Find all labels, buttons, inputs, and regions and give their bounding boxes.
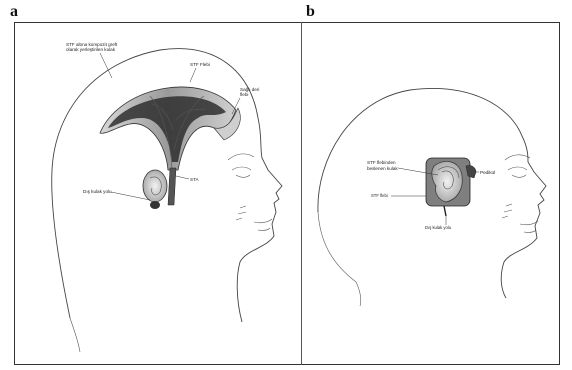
pedicle-stem-b: [444, 206, 446, 216]
ear-a: [143, 170, 167, 209]
leader-stf-flap-a: [190, 68, 196, 82]
leader-sta-a: [176, 176, 189, 179]
label-stf-composite-graft-line2: olarak yerleştirilen kulak: [66, 47, 116, 52]
neck-line-a: [70, 318, 80, 352]
brow-b: [505, 155, 530, 160]
neck-line-b: [318, 212, 361, 306]
cheek-hatch-a: [236, 206, 246, 220]
sta-pedicle-a: [168, 168, 176, 205]
eye-a: [232, 167, 251, 177]
eye-b: [508, 167, 527, 177]
label-external-ear-canal-b: Dış kulak yolu: [425, 225, 452, 230]
panel-a-drawing: STF altına kompozit greft olarak yerleşt…: [52, 42, 282, 352]
label-stf-flap-a: STF Flebi: [190, 62, 210, 67]
label-external-ear-canal-a: Dış kulak yolu: [83, 189, 112, 194]
brow-a: [228, 154, 254, 160]
label-healthy-skin-flap-line2: flebi: [240, 92, 248, 97]
label-pedicle-b: Pedikül: [480, 170, 495, 175]
label-stf-flap-b: STF flebi: [371, 193, 388, 198]
mouth-a: [254, 219, 272, 230]
label-sta-a: STA: [190, 177, 200, 182]
label-ear-fed-by-stf-line2: beslenen kulak: [367, 166, 398, 171]
cheek-hatch-b: [502, 204, 512, 218]
panel-b-drawing: STF flebinden beslenen kulak Pedikül STF…: [318, 88, 546, 306]
label-ear-fed-by-stf-line1: STF flebinden: [367, 160, 396, 165]
